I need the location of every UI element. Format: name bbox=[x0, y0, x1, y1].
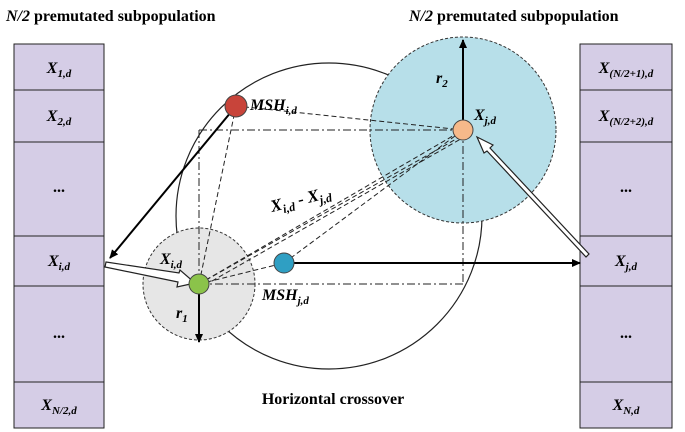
msh-i-point bbox=[224, 94, 248, 118]
right-cell-2-label: X(N/2+2),d bbox=[598, 108, 654, 128]
right-cell-6 bbox=[579, 381, 673, 429]
left-cell-6-label: XN/2,d bbox=[40, 397, 77, 417]
right-cell-4-label: Xj,d bbox=[614, 253, 637, 273]
hollow-arrows bbox=[104, 135, 590, 288]
right-subpopulation-column bbox=[579, 43, 673, 429]
right-header: N/2 premutated subpopulation bbox=[408, 8, 619, 25]
left-cell-3 bbox=[13, 141, 105, 237]
right-cell-5-ellipsis: ... bbox=[620, 325, 632, 342]
x-j-label: Xj,d bbox=[473, 107, 496, 127]
hollow-arrow-left-to-xi bbox=[104, 261, 197, 288]
left-cell-6 bbox=[13, 381, 105, 429]
difference-label: Xi,d - Xj,d bbox=[267, 182, 334, 219]
msh-j-label: MSHj,d bbox=[261, 287, 309, 307]
x-i-point bbox=[188, 273, 210, 295]
right-cell-6-label: XN,d bbox=[612, 397, 640, 417]
left-cell-1 bbox=[13, 43, 105, 91]
msh-j-point bbox=[273, 252, 295, 274]
right-cell-1 bbox=[579, 43, 673, 91]
left-cell-3-ellipsis: ... bbox=[53, 179, 65, 196]
dashed-connections bbox=[198, 105, 467, 286]
x-j-point bbox=[452, 119, 474, 141]
msh-i-label: MSHi,d bbox=[249, 97, 297, 117]
dash-dot-rectangle bbox=[198, 129, 464, 285]
diagram-caption: Horizontal crossover bbox=[262, 391, 404, 408]
left-cell-2 bbox=[13, 89, 105, 143]
left-cell-1-label: X1,d bbox=[46, 60, 72, 80]
left-cell-2-label: X2,d bbox=[46, 108, 72, 128]
right-cell-1-label: X(N/2+1),d bbox=[598, 60, 654, 80]
left-subpopulation-column bbox=[13, 43, 105, 429]
r1-label: r1 bbox=[176, 305, 188, 325]
left-cell-5 bbox=[13, 285, 105, 383]
hollow-arrow-right-to-xj bbox=[475, 135, 590, 258]
left-header: N/2 premutated subpopulation bbox=[5, 8, 216, 25]
left-cell-4 bbox=[13, 235, 105, 287]
right-cell-2 bbox=[579, 89, 673, 143]
right-cell-3-ellipsis: ... bbox=[620, 179, 632, 196]
left-cell-4-label: Xi,d bbox=[47, 253, 70, 273]
x-i-label: Xi,d bbox=[159, 251, 182, 271]
r2-label: r2 bbox=[436, 70, 448, 90]
left-cell-5-ellipsis: ... bbox=[53, 325, 65, 342]
arrow-msh-i-to-left-cell bbox=[109, 105, 237, 259]
